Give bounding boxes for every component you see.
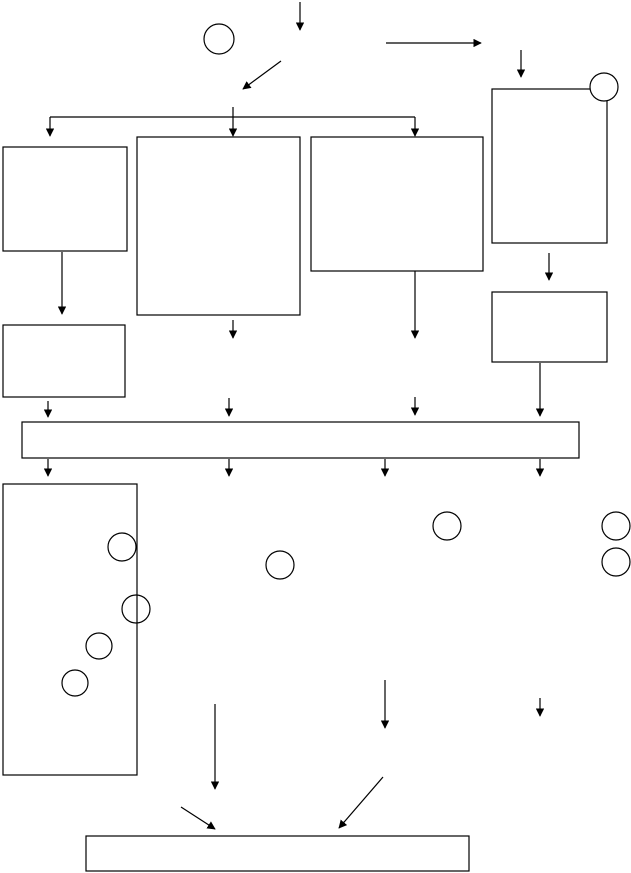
circle-8	[601, 547, 631, 577]
arrow-bottom-diag-left	[180, 806, 216, 830]
box-center-left-tall	[136, 136, 301, 316]
circle-top	[203, 23, 235, 55]
circle-2	[121, 594, 151, 624]
circle-7	[601, 511, 631, 541]
circle-4	[61, 669, 89, 697]
arrow-bottom-diag-right	[338, 776, 384, 829]
box-center-right	[310, 136, 484, 272]
arrow-top-diagonal	[242, 60, 282, 90]
box-left-bottom-tall	[2, 483, 138, 776]
box-left-top	[2, 146, 128, 252]
circle-6	[432, 511, 462, 541]
box-wide-bar	[21, 421, 580, 459]
box-left-mid	[2, 324, 126, 398]
circle-1	[107, 532, 137, 562]
circle-3	[85, 632, 113, 660]
circle-right-box-corner	[589, 72, 619, 102]
box-right-mid	[491, 291, 608, 363]
box-bottom-bar	[85, 835, 470, 872]
box-right-top	[491, 88, 608, 244]
circle-5	[265, 550, 295, 580]
